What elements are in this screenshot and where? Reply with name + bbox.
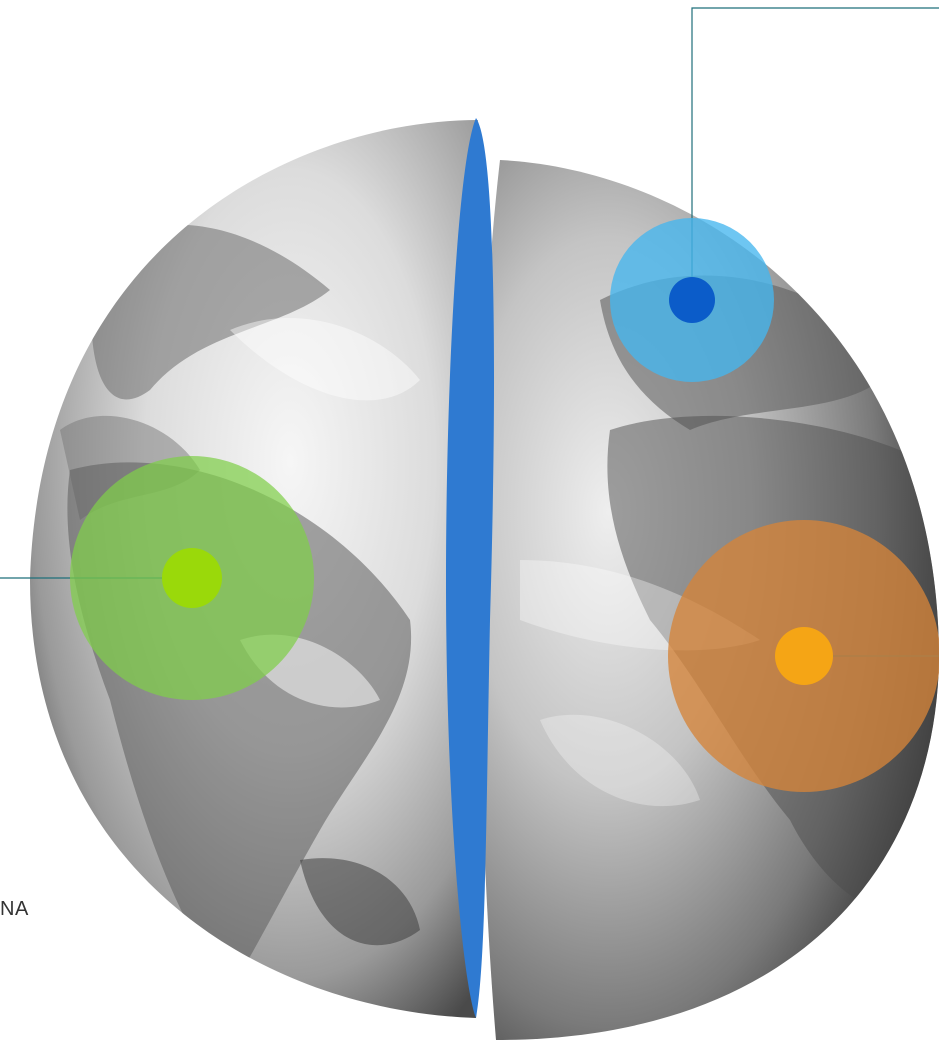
- marker-europe-dot: [669, 277, 715, 323]
- marker-africa-dot: [775, 627, 833, 685]
- marker-south-america: [70, 456, 314, 700]
- marker-africa: [668, 520, 939, 792]
- marker-europe: [610, 218, 774, 382]
- leader-line-europe: [691, 7, 939, 298]
- fragment-label: NA: [0, 898, 29, 920]
- marker-south-america-dot: [162, 548, 222, 608]
- hemisphere-divider: [446, 118, 495, 1018]
